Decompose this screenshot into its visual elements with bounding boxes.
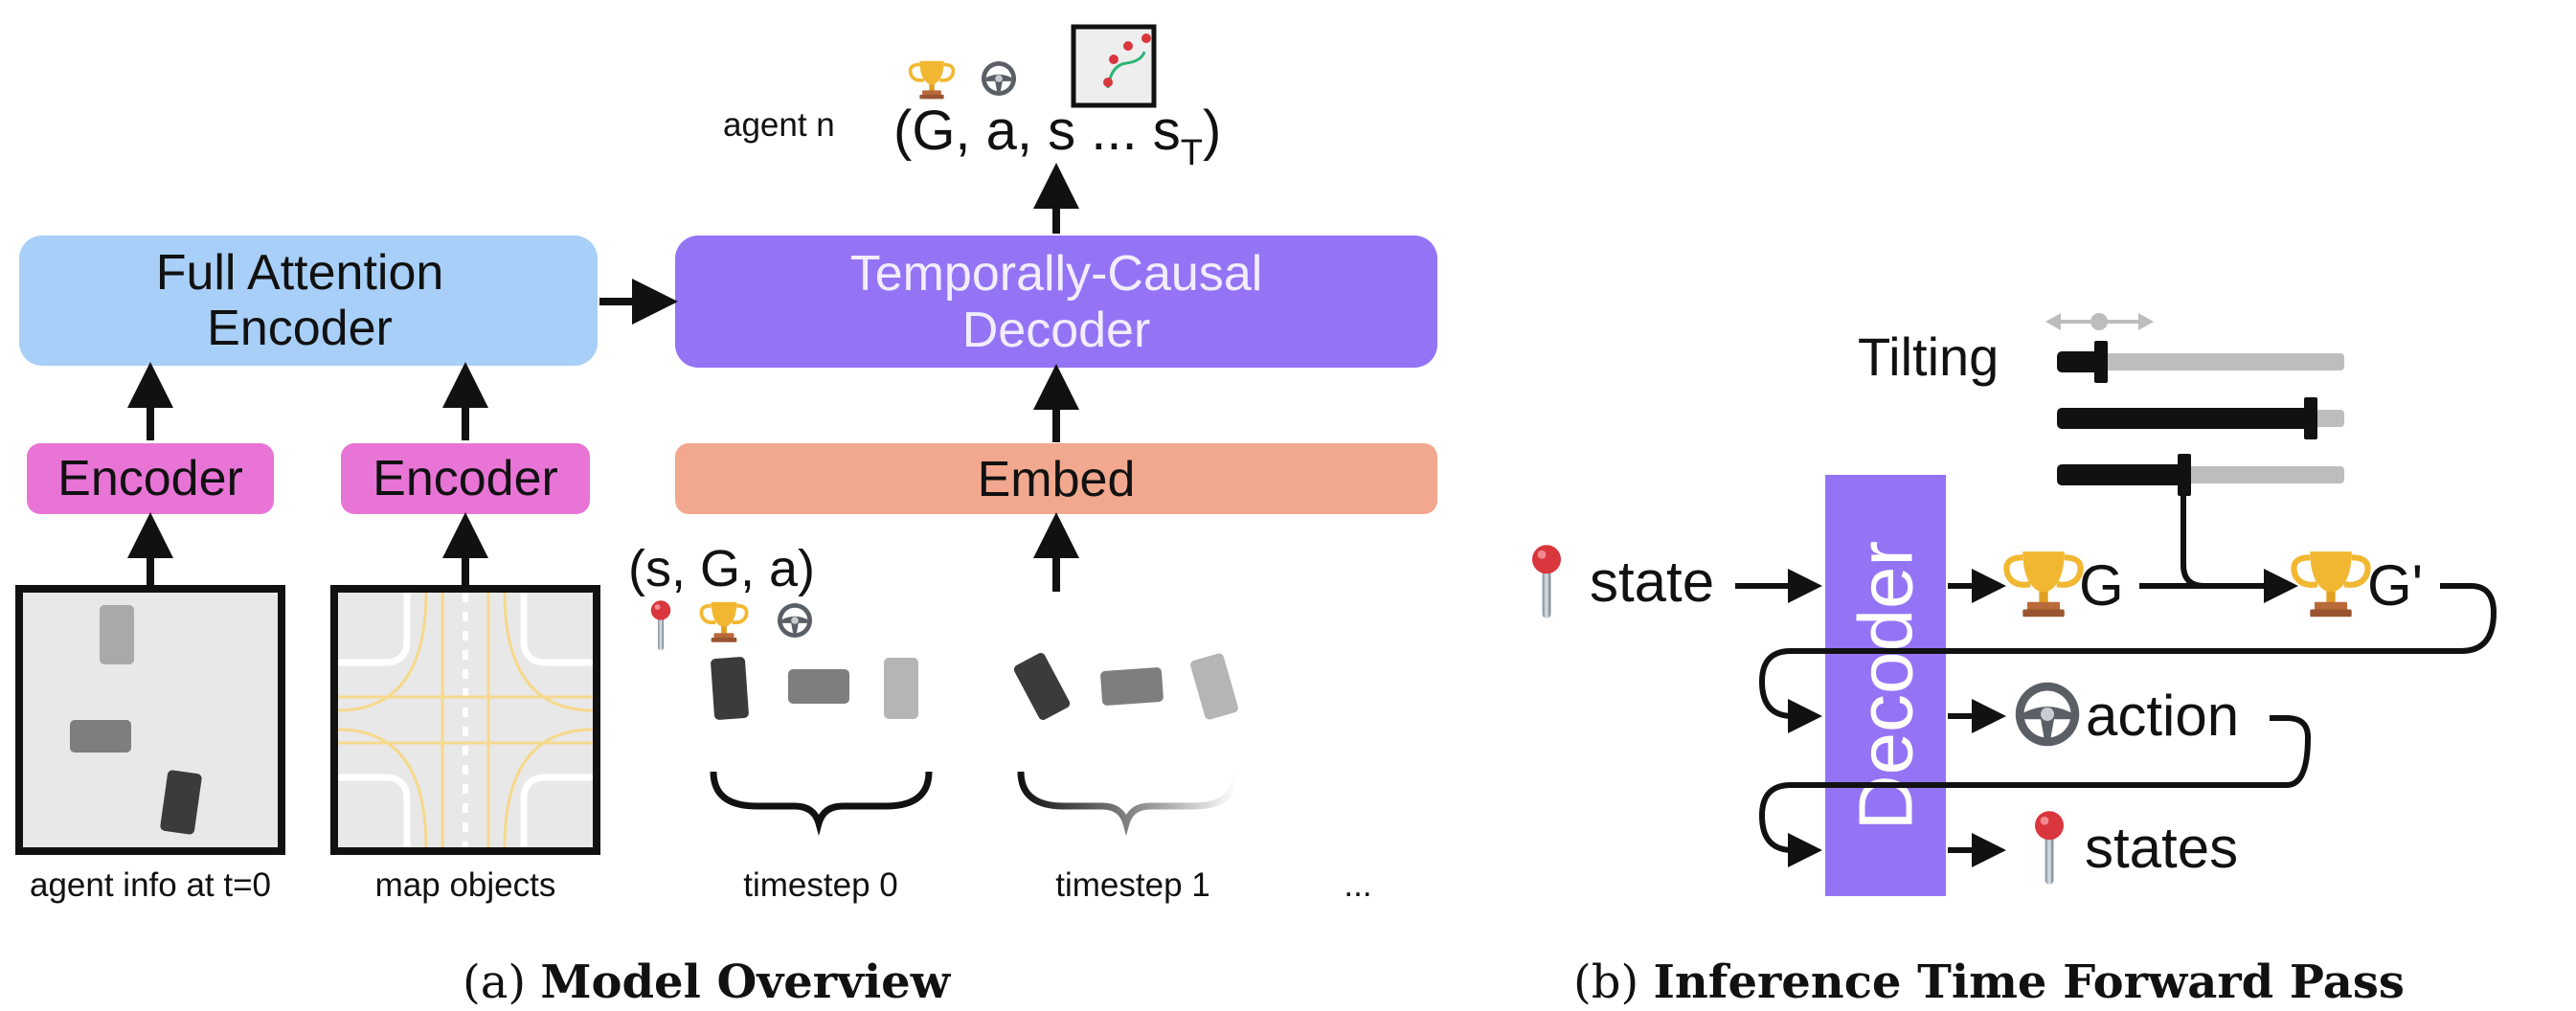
temporally-causal-decoder: Temporally-Causal Decoder bbox=[675, 236, 1437, 368]
caption-b: (b) Inference Time Forward Pass bbox=[1573, 955, 2405, 1009]
tilt-connector bbox=[2181, 476, 2205, 589]
agent-n-label: agent n bbox=[723, 106, 835, 144]
timestep1-cars bbox=[1013, 653, 1238, 720]
slider-knob[interactable] bbox=[2304, 397, 2317, 439]
full-attention-encoder-line2: Encoder bbox=[207, 301, 393, 356]
state-label: state bbox=[1590, 550, 1714, 614]
g-label: G bbox=[2079, 553, 2124, 618]
output-tuple-close: ) bbox=[1203, 100, 1221, 162]
map-objects-label: map objects bbox=[375, 866, 556, 904]
loop-g-prime-to-decoder bbox=[1758, 583, 2497, 733]
timestep0-label: timestep 0 bbox=[743, 866, 897, 904]
map-pin-icon bbox=[2035, 811, 2064, 885]
inference-decoder: Decoder bbox=[1825, 475, 1946, 896]
agent-car-dark bbox=[160, 770, 202, 835]
caption-a: (a) Model Overview bbox=[463, 955, 952, 1009]
steering-wheel-icon bbox=[981, 60, 1017, 97]
agent-car-light bbox=[100, 605, 134, 664]
slider-knob[interactable] bbox=[2094, 341, 2108, 383]
trophy-icon bbox=[699, 600, 749, 644]
timestep0-brace bbox=[710, 771, 933, 837]
ellipsis-label: ... bbox=[1344, 866, 1371, 904]
agent-encoder-label: Encoder bbox=[57, 451, 243, 506]
trajectory-icon bbox=[1071, 24, 1157, 108]
output-tuple-main: (G, a, s ... s bbox=[893, 100, 1181, 162]
input-tuple: (s, G, a) bbox=[628, 540, 815, 597]
overview-arrows bbox=[127, 163, 1079, 592]
slider-fill bbox=[2057, 464, 2183, 485]
trophy-icon bbox=[2006, 551, 2080, 617]
steering-wheel-icon bbox=[777, 602, 813, 639]
tilting-label: Tilting bbox=[1858, 326, 1999, 387]
full-attention-encoder-line1: Full Attention bbox=[156, 245, 444, 301]
map-encoder-label: Encoder bbox=[373, 451, 558, 506]
map-encoder: Encoder bbox=[341, 443, 590, 514]
map-pin-icon bbox=[1532, 545, 1561, 618]
trophy-icon bbox=[2294, 551, 2367, 617]
action-label: action bbox=[2086, 684, 2239, 748]
g-prime-label: G' bbox=[2367, 553, 2423, 618]
decoder-line1: Temporally-Causal bbox=[850, 246, 1263, 302]
decoder-line2: Decoder bbox=[962, 303, 1151, 358]
states-label: states bbox=[2085, 816, 2238, 880]
caption-a-prefix: (a) bbox=[463, 955, 540, 1009]
agent-info-label: agent info at t=0 bbox=[30, 866, 271, 904]
output-tuple-sub: T bbox=[1181, 133, 1203, 173]
loop-action-to-decoder bbox=[1758, 715, 2312, 867]
steering-wheel-icon bbox=[2015, 682, 2080, 747]
caption-b-prefix: (b) bbox=[1573, 955, 1653, 1009]
output-tuple: (G, a, s ... sT) bbox=[893, 100, 1221, 173]
embed-label: Embed bbox=[978, 452, 1136, 507]
tilt-adjust-icon bbox=[2045, 313, 2154, 330]
inference-arrows bbox=[1735, 476, 2497, 867]
trophy-icon bbox=[908, 58, 956, 101]
full-attention-encoder: Full Attention Encoder bbox=[19, 236, 598, 366]
slider-fill bbox=[2057, 408, 2310, 429]
tilting-sliders bbox=[2057, 341, 2344, 496]
embed-block: Embed bbox=[675, 443, 1437, 514]
slider-track bbox=[2057, 353, 2344, 371]
timestep1-brace bbox=[1017, 771, 1240, 837]
caption-b-title: Inference Time Forward Pass bbox=[1653, 955, 2404, 1009]
inference-decoder-label: Decoder bbox=[1843, 541, 1929, 830]
agent-info-box bbox=[15, 585, 285, 855]
map-pin-icon bbox=[650, 600, 671, 651]
timestep0-cars bbox=[711, 657, 918, 720]
caption-a-title: Model Overview bbox=[540, 955, 951, 1009]
slider-fill bbox=[2057, 351, 2100, 372]
agent-encoder: Encoder bbox=[27, 443, 274, 514]
timestep1-label: timestep 1 bbox=[1055, 866, 1209, 904]
map-objects-box bbox=[330, 585, 600, 855]
agent-car-mid bbox=[70, 720, 131, 753]
